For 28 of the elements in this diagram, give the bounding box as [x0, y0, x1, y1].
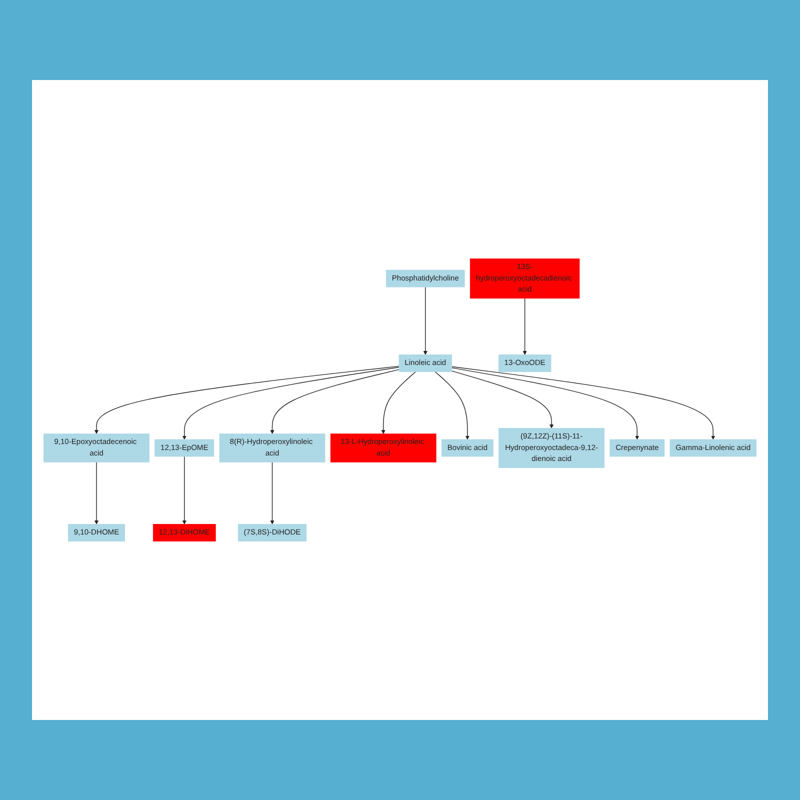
arrow — [522, 298, 527, 355]
node-box — [154, 439, 214, 457]
arrow — [451, 368, 640, 440]
arrow — [451, 366, 716, 440]
node-box — [219, 434, 326, 462]
arrow — [381, 371, 416, 434]
node-box — [498, 354, 552, 372]
node-box — [398, 354, 452, 372]
node-box — [441, 439, 494, 457]
node-box — [44, 434, 150, 462]
node-box — [386, 270, 465, 288]
node-box — [68, 524, 125, 542]
arrow — [182, 366, 400, 440]
arrow — [451, 370, 554, 428]
arrow — [434, 371, 470, 440]
arrow — [270, 369, 400, 434]
node-box — [238, 524, 307, 542]
arrow — [182, 456, 186, 524]
node-box — [610, 439, 665, 457]
node-box — [152, 524, 216, 542]
arrow — [423, 286, 428, 355]
arrow — [270, 462, 274, 524]
node-box — [470, 258, 580, 299]
arrow — [94, 366, 400, 434]
node-box — [330, 434, 436, 462]
node-box — [498, 428, 604, 468]
arrow — [94, 462, 99, 524]
node-box — [670, 439, 756, 457]
